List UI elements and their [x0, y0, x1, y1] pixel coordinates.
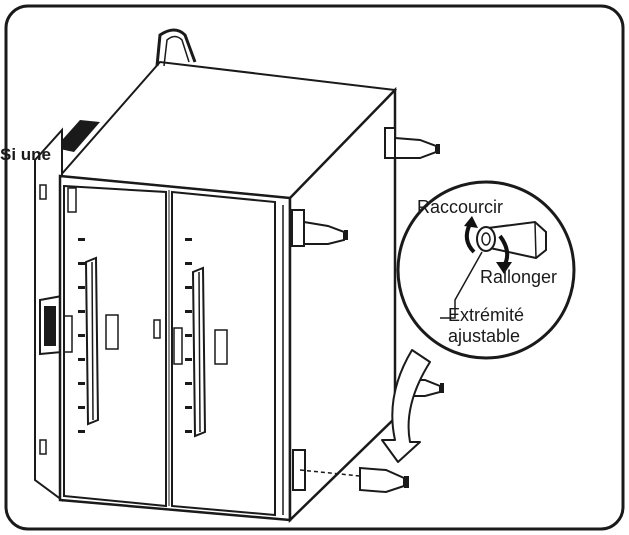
bracket-middle — [291, 209, 348, 247]
vent-grill — [55, 120, 100, 152]
left-door — [63, 184, 167, 508]
bracket-bottom — [292, 449, 409, 494]
adjustable-tip-pointer — [440, 251, 483, 319]
callout-arrow — [381, 349, 431, 463]
shorten-label: Raccourcir — [417, 197, 504, 217]
right-door-vents — [185, 238, 192, 433]
top-handle — [155, 28, 197, 67]
adjustable-tip-label-line1: Extrémité — [448, 305, 525, 325]
lengthen-label: Rallonger — [480, 267, 558, 287]
bracket-top — [384, 127, 440, 159]
left-door-vents — [78, 238, 85, 433]
outer-frame — [4, 4, 625, 531]
detail-adjustable-foot — [476, 220, 547, 260]
cut-off-caption: Si une — [0, 145, 52, 164]
adjustable-tip-label-line2: ajustable — [448, 326, 521, 346]
